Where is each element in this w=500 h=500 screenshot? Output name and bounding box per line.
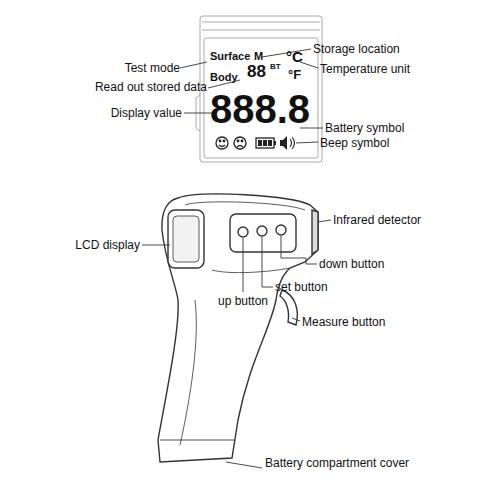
callout-label: Test mode: [125, 61, 180, 75]
callout-label: Battery compartment cover: [265, 456, 415, 470]
face-icons: [216, 137, 246, 149]
lcd-unit: °F: [288, 67, 301, 82]
lcd-unit: °C: [286, 48, 303, 65]
lcd-mode-text: Body: [210, 71, 238, 84]
leader-lines: [180, 49, 323, 143]
leader-lines: [142, 220, 331, 468]
lcd-memory-text: M: [254, 50, 263, 63]
callout-label: Battery symbol: [325, 121, 404, 135]
callout-label: Temperature unit: [320, 62, 410, 76]
callout-label: Display value: [111, 106, 182, 120]
callout-label: Infrared detector: [333, 213, 421, 227]
lcd-bt-text: BT: [270, 62, 281, 71]
lcd-mode-text: Surface: [210, 50, 250, 63]
callout-label: up button: [218, 294, 268, 308]
lcd-digits: 88: [247, 62, 266, 82]
thermometer-body: [158, 194, 318, 462]
callout-label: Storage location: [313, 42, 400, 56]
callout-label: LCD display: [75, 238, 140, 252]
callout-label: set button: [275, 280, 328, 294]
beep-icon: [280, 136, 295, 150]
callout-label: Read out stored data: [95, 80, 207, 94]
callout-label: Measure button: [302, 315, 385, 329]
callout-label: Beep symbol: [320, 136, 389, 150]
lcd-panel: [196, 16, 322, 162]
callout-label: down button: [319, 257, 384, 271]
battery-icon: [256, 138, 276, 148]
lcd-display-value: 888.8: [210, 86, 310, 132]
